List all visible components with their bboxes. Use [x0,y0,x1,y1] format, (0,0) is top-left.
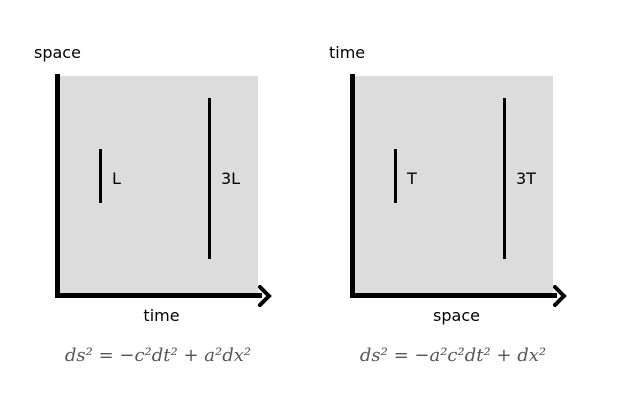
y-axis-label: space [34,43,81,62]
long-interval-label: 3T [516,169,536,188]
plot-area [58,76,258,296]
left-diagram-panel: space time L 3L ds² = −c²dt² + a²dx² [34,43,272,366]
x-axis [350,293,557,298]
x-axis-arrow-icon [553,285,567,307]
x-axis-label: time [143,306,180,325]
x-axis-label: space [433,306,480,325]
y-axis [55,74,60,298]
y-axis-label: time [329,43,366,62]
short-interval-label: L [112,169,121,188]
long-interval-label: 3L [221,169,241,188]
long-interval-bar [503,98,506,259]
y-axis [350,74,355,298]
short-interval-label: T [407,169,417,188]
x-axis [55,293,262,298]
long-interval-bar [208,98,211,259]
metric-equation: ds² = −a²c²dt² + dx² [359,345,547,366]
short-interval-bar [394,149,397,203]
short-interval-bar [99,149,102,203]
x-axis-arrow-icon [258,285,272,307]
plot-area [353,76,553,296]
metric-equation: ds² = −c²dt² + a²dx² [64,345,252,366]
right-diagram-panel: time space T 3T ds² = −a²c²dt² + dx² [295,0,615,400]
